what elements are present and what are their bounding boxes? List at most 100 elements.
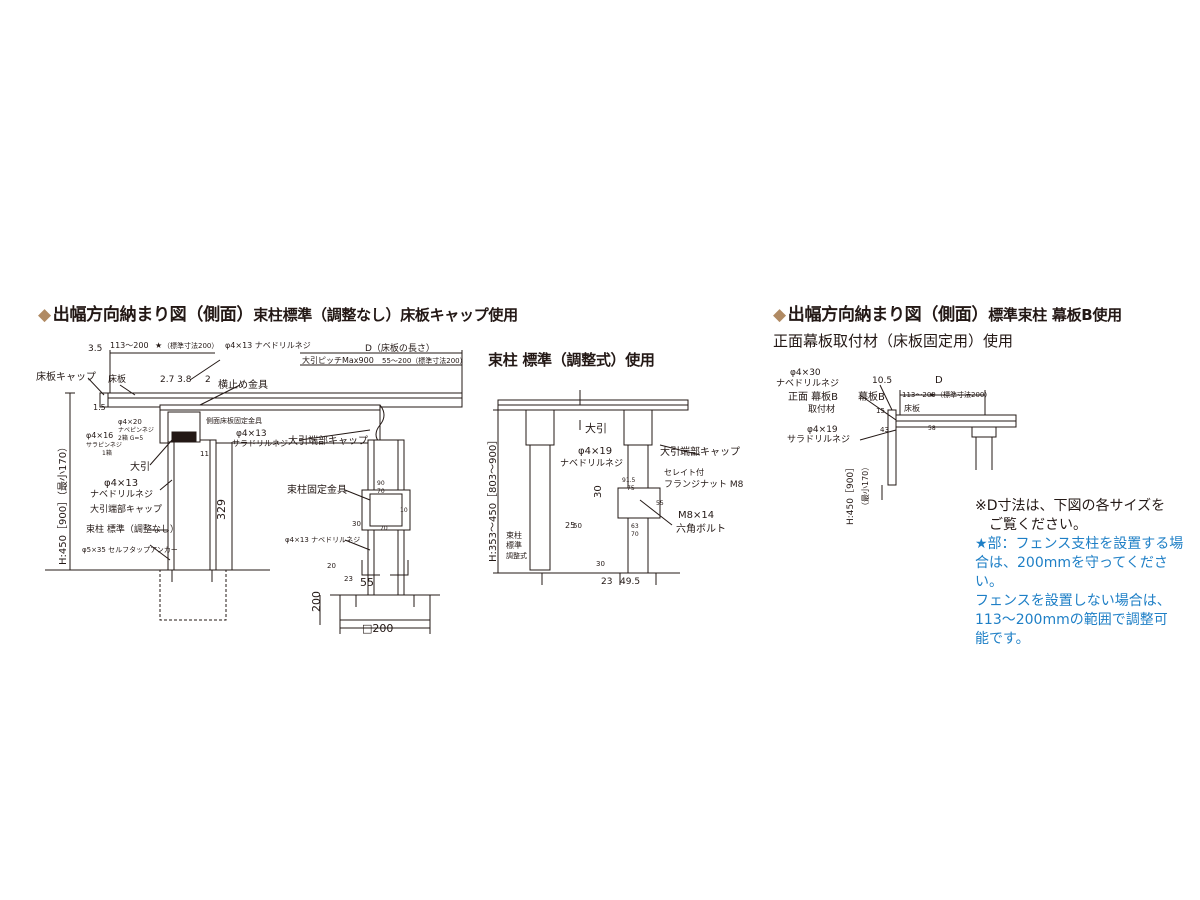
label-nihon: 2箱 G=5 [118, 434, 143, 442]
label-anchor: φ5×35 セルフタップアンカー [82, 545, 178, 554]
note-blue-5: 能です。 [975, 631, 1030, 647]
dim-10: 10 [400, 507, 408, 514]
note-line-2: ご覧ください。 [989, 517, 1087, 533]
dim-2: 2 [205, 375, 211, 385]
dim-range3: 113～200 [902, 391, 936, 399]
dim-23: 23 [344, 575, 353, 583]
dim-113-200: 113～200 [110, 341, 149, 350]
note-blue-2: 合は、200mmを守ってください。 [975, 555, 1168, 590]
dim-std-200: （標準寸法200） [163, 341, 218, 350]
note-blue-4: 113～200mmの範囲で調整可 [975, 612, 1168, 628]
note-blue-1: ★部：フェンス支柱を設置する場 [975, 536, 1184, 552]
label-nabe-pin: ナベピンネジ [118, 427, 154, 434]
dim-15-3: 15 [876, 407, 885, 415]
label-tsuka-kotei: 束柱固定金具 [287, 483, 347, 496]
dim-55: 55 [360, 576, 374, 589]
label-ohiki: 大引 [130, 460, 150, 473]
label-toritsuke: 取付材 [808, 403, 835, 415]
label-phi4x13-n: φ4×13 ナベドリルネジ [285, 536, 360, 544]
label-serate: セレイト付 [664, 467, 704, 477]
label-saisho3: （最小170） [861, 463, 870, 510]
dim-200sq: □200 [362, 622, 393, 635]
right-subheading: 正面幕板取付材（床板固定用）使用 [773, 332, 1014, 350]
label-ippon: 1箱 [102, 449, 112, 457]
label-sara-pin: サラピンネジ [86, 442, 122, 449]
dim-70-2: 70 [631, 531, 639, 538]
label-tsuka-std: 束柱 標準（調整なし） [86, 523, 179, 535]
right-title-sub: 標準束柱 幕板B使用 [988, 306, 1122, 324]
label-ohiki-cap: 大引端部キャップ [288, 434, 368, 447]
dim-70: 70 [377, 488, 385, 495]
label-d3: D [935, 375, 943, 386]
dim-90: 90 [377, 480, 385, 487]
label-phi4x16: φ4×16 [86, 431, 113, 440]
star-icon: ★ [929, 391, 935, 399]
label-height2: H:353～450［803～900］ [487, 435, 499, 562]
dim-10-5: 10.5 [872, 376, 892, 386]
label-ohiki-cap2: 大引端部キャップ [90, 503, 162, 515]
dim-63: 63 [631, 523, 639, 530]
dim-200v: 200 [310, 591, 323, 612]
label-d-range: 55～200（標準寸法200） [382, 356, 467, 365]
note-blue-3: フェンスを設置しない場合は、 [975, 593, 1171, 609]
label-nabe-drill3: ナベドリルネジ [776, 378, 839, 389]
label-phi4x13-mid: φ4×13 [236, 429, 267, 439]
label-pitch: 大引ピッチMax900 [302, 355, 374, 365]
dim-23-2: 23 [601, 577, 612, 587]
label-shomen: 正面 幕板B [788, 390, 838, 403]
label-yokodome: 横止め金具 [218, 378, 268, 391]
dim-30a: 30 [352, 520, 361, 528]
diamond-icon: ◆ [773, 305, 786, 325]
dim-1-5: 1.5 [93, 403, 106, 412]
label-tsuka2-c: 調整式 [506, 551, 527, 560]
label-sokumen: 側面床板固定金具 [206, 416, 262, 425]
label-m8x14: M8×14 [678, 510, 714, 521]
left-title-sub: 束柱標準（調整なし）床板キャップ使用 [253, 306, 518, 324]
dim-91-5: 91.5 [622, 477, 636, 484]
label-d-length: D（床板の長さ） [365, 342, 435, 354]
label-flange: フランジナット M8 [664, 479, 744, 490]
dim-30b: 30 [596, 560, 605, 568]
note-line-1: ※D寸法は、下図の各サイズを [975, 498, 1166, 514]
dim-std200-3: （標準寸法200） [936, 390, 991, 399]
label-yukaita-cap: 床板キャップ [36, 370, 96, 383]
label-phi4x30: φ4×30 [790, 368, 821, 378]
label-ohiki-cap2b: 大引端部キャップ [660, 445, 740, 458]
diamond-icon: ◆ [38, 305, 51, 325]
left-section-title: ◆出幅方向納まり図（側面）束柱標準（調整なし）床板キャップ使用 [38, 300, 518, 325]
middle-section-title: 束柱 標準（調整式）使用 [488, 351, 655, 369]
dimension-note: ※D寸法は、下図の各サイズを ご覧ください。 ★部：フェンス支柱を設置する場 合… [975, 497, 1195, 649]
label-phi4x19-3: φ4×19 [807, 425, 838, 435]
dim-70b: 70 [380, 525, 388, 532]
dim-20: 20 [327, 562, 336, 570]
dim-11: 11 [200, 450, 209, 458]
left-title-main: 出幅方向納まり図（側面） [52, 305, 254, 325]
dim-50: 50 [573, 522, 582, 530]
label-ohiki2: 大引 [585, 421, 607, 435]
label-yukaita: 床板 [108, 373, 126, 385]
dims-278: 2.7 3.8 [160, 375, 192, 385]
dim-58: 58 [928, 425, 936, 432]
dim-49-5: 49.5 [620, 577, 640, 587]
label-tsuka2-a: 束柱 [506, 530, 522, 540]
label-height: H:450［900］（最小170） [57, 442, 69, 565]
right-title-main: 出幅方向納まり図（側面） [787, 305, 989, 325]
dim-43: 43 [880, 426, 889, 434]
label-nabe-drill: ナベドリルネジ [90, 489, 153, 500]
label-phi4x19: φ4×19 [578, 446, 612, 457]
label-tsuka2-b: 標準 [506, 540, 522, 550]
label-height3: H:450［900］ [845, 463, 856, 525]
dim-329: 329 [215, 499, 228, 520]
label-phi4x13-l: φ4×13 [104, 478, 138, 489]
label-phi4x13-top: φ4×13 ナベドリルネジ [225, 341, 311, 350]
dim-30-2: 30 [593, 485, 604, 498]
label-rokkaku: 六角ボルト [676, 523, 726, 535]
right-section-title: ◆出幅方向納まり図（側面）標準束柱 幕板B使用 [773, 300, 1122, 325]
dim-3-5: 3.5 [88, 344, 102, 354]
label-phi4x20: φ4×20 [118, 418, 142, 426]
label-yukaita3: 床板 [904, 403, 920, 413]
label-sara-drill: サラドリルネジ [232, 439, 288, 448]
